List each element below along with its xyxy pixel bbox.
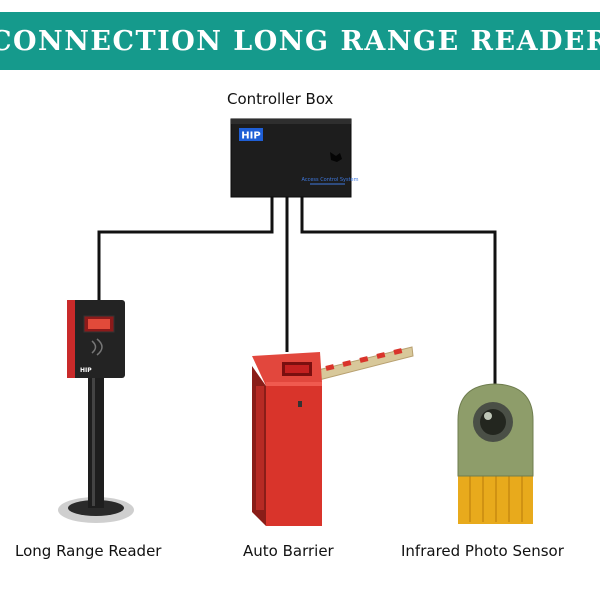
infrared-photo-sensor-label: Infrared Photo Sensor (401, 542, 564, 560)
infrared-photo-sensor (457, 383, 534, 524)
reader-housing (67, 300, 125, 378)
controller-caption: Access Control System (301, 177, 358, 183)
wire-to-sensor (300, 197, 497, 385)
auto-barrier (252, 346, 414, 526)
reader-logo: HIP (80, 367, 92, 374)
page-title: CONNECTION LONG RANGE READER (0, 25, 600, 57)
rfid-signal-icon (91, 338, 103, 356)
title-banner: CONNECTION LONG RANGE READER (0, 12, 600, 70)
wires (97, 197, 497, 385)
barrier-keyhole (298, 401, 302, 407)
controller-logo: HIP (241, 131, 260, 142)
long-range-reader: HIP (58, 300, 134, 523)
reader-pole (88, 378, 104, 508)
wire-to-reader (97, 197, 274, 300)
controller-box: HIP Access Control System (230, 118, 359, 198)
auto-barrier-label: Auto Barrier (243, 542, 334, 560)
controller-box-label: Controller Box (227, 90, 334, 108)
controller-logo-badge (239, 128, 263, 141)
lock-key-icon (330, 152, 342, 162)
long-range-reader-label: Long Range Reader (15, 542, 162, 560)
